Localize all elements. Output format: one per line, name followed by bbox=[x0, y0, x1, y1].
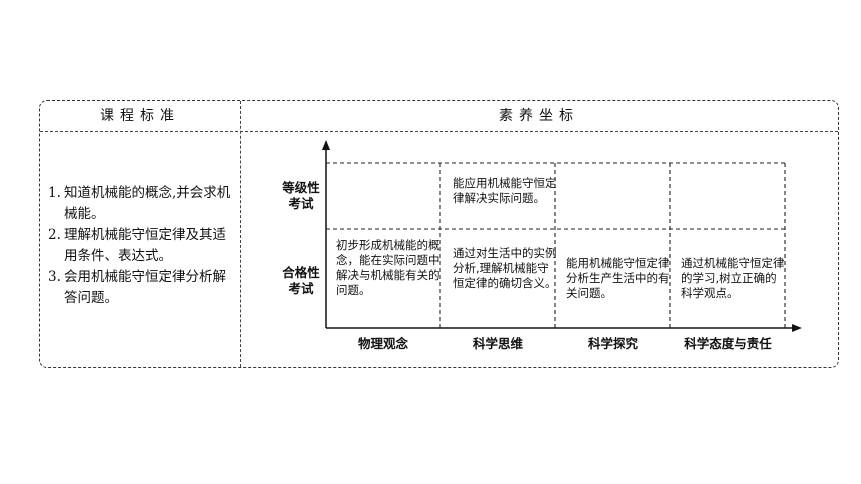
x-label-attitude: 科学态度与责任 bbox=[684, 336, 772, 351]
level-label-lower: 合格性考试 bbox=[282, 265, 320, 296]
standard-item: 2.理解机械能守恒定律及其适用条件、表达式。 bbox=[48, 227, 226, 264]
column-divider bbox=[240, 101, 241, 367]
standard-item: 1.知道机械能的概念,并会求机械能。 bbox=[48, 185, 231, 222]
header-divider bbox=[40, 131, 838, 132]
x-axis-arrow bbox=[792, 324, 802, 332]
standard-item: 3.会用机械能守恒定律分析解答问题。 bbox=[48, 269, 226, 306]
standards-table: 课程标准 素养坐标 1.知道机械能的概念,并会求机械能。 2.理解机械能守恒定律… bbox=[39, 100, 839, 368]
x-label-thinking: 科学思维 bbox=[472, 336, 523, 351]
x-label-inquiry: 科学探究 bbox=[587, 336, 638, 351]
x-label-concept: 物理观念 bbox=[357, 336, 408, 351]
cell-lower-thinking: 通过对生活中的实例分析,理解机械能守恒定律的确切含义。 bbox=[453, 246, 557, 290]
cell-lower-concept: 初步形成机械能的概念，能在实际问题中解决与机械能有关的问题。 bbox=[336, 238, 440, 297]
curriculum-standards-header: 课程标准 bbox=[100, 108, 180, 124]
y-axis-arrow bbox=[322, 140, 330, 150]
level-label-upper: 等级性考试 bbox=[282, 180, 320, 211]
literacy-coordinates-header: 素养坐标 bbox=[499, 108, 579, 124]
standards-list: 1.知道机械能的概念,并会求机械能。 2.理解机械能守恒定律及其适用条件、表达式… bbox=[48, 183, 238, 309]
cell-upper-thinking: 能应用机械能守恒定律解决实际问题。 bbox=[453, 176, 557, 205]
cell-lower-attitude: 通过机械能守恒定律的学习,树立正确的科学观点。 bbox=[681, 256, 785, 300]
cell-lower-inquiry: 能用机械能守恒定律分析生产生活中的有关问题。 bbox=[566, 256, 670, 300]
